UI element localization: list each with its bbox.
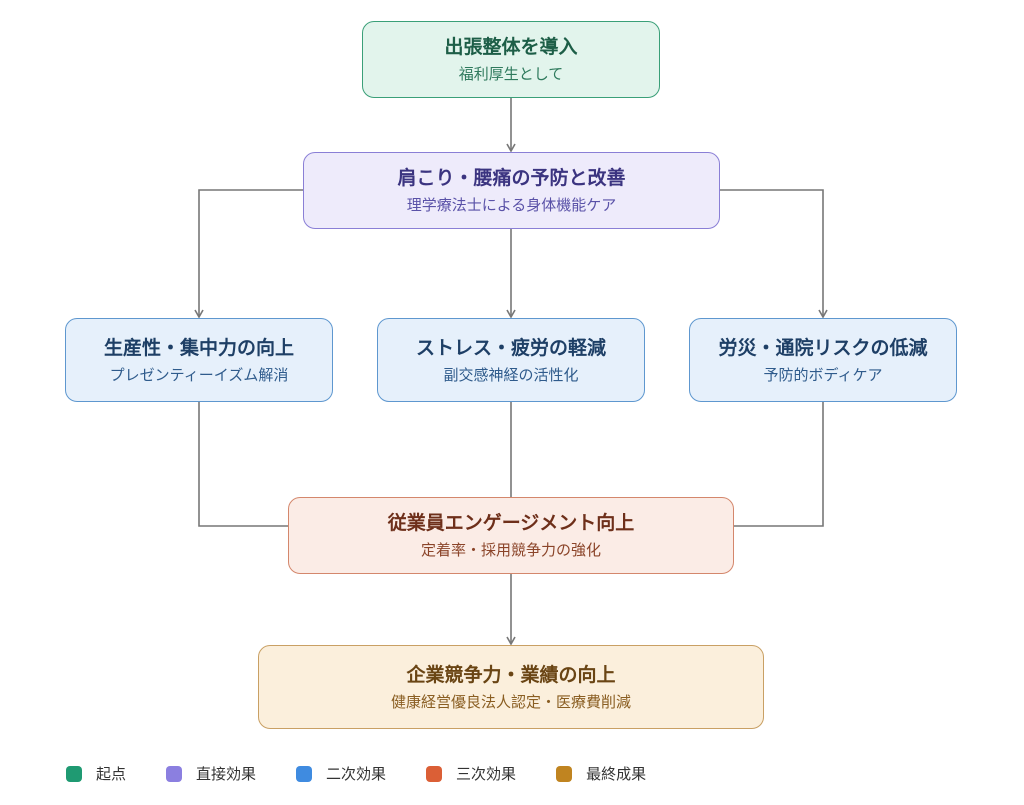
- legend-swatch: [66, 765, 82, 782]
- node-final-outcome-subtitle: 健康経営優良法人認定・医療費削減: [390, 692, 631, 711]
- arrow-direct-to-risk: [720, 189, 828, 319]
- node-start-subtitle: 福利厚生として: [458, 65, 564, 83]
- legend-label: 起点: [96, 765, 127, 783]
- node-stress-title: ストレス・疲労の軽減: [415, 336, 606, 359]
- legend-swatch: [296, 765, 313, 782]
- node-productivity-subtitle: プレゼンティーイズム解消: [109, 365, 289, 384]
- legend-item-tertiary: 三次効果: [426, 763, 516, 784]
- legend-label: 直接効果: [196, 765, 257, 783]
- node-risk-title: 労災・通院リスクの低減: [718, 336, 928, 359]
- node-engagement-title: 従業員エンゲージメント向上: [387, 512, 635, 534]
- line-productivity-to-engagement: [198, 402, 288, 527]
- node-direct-effect-subtitle: 理学療法士による身体機能ケア: [406, 196, 617, 214]
- legend-item-secondary: 二次効果: [296, 763, 386, 784]
- node-start-title: 出張整体を導入: [444, 36, 578, 58]
- legend-item-start: 起点: [66, 763, 126, 784]
- legend: 起点 直接効果 二次効果 三次効果 最終成果: [66, 763, 686, 784]
- legend-item-final: 最終成果: [556, 763, 646, 784]
- node-final-outcome-title: 企業競争力・業績の向上: [406, 663, 616, 686]
- node-direct-effect: 肩こり・腰痛の予防と改善 理学療法士による身体機能ケア: [303, 152, 720, 229]
- node-start: 出張整体を導入 福利厚生として: [362, 21, 660, 98]
- node-risk-subtitle: 予防的ボディケア: [763, 365, 883, 384]
- node-engagement: 従業員エンゲージメント向上 定着率・採用競争力の強化: [288, 497, 734, 574]
- legend-label: 二次効果: [326, 765, 387, 783]
- legend-swatch: [166, 765, 183, 782]
- legend-item-direct: 直接効果: [166, 763, 256, 784]
- node-productivity-title: 生産性・集中力の向上: [103, 336, 294, 359]
- node-engagement-subtitle: 定着率・採用競争力の強化: [420, 541, 601, 559]
- legend-swatch: [426, 765, 443, 782]
- legend-label: 最終成果: [586, 765, 647, 783]
- line-risk-to-engagement: [734, 402, 824, 527]
- node-final-outcome: 企業競争力・業績の向上 健康経営優良法人認定・医療費削減: [258, 645, 764, 729]
- node-stress: ストレス・疲労の軽減 副交感神経の活性化: [377, 318, 645, 402]
- legend-swatch: [556, 765, 573, 782]
- node-productivity: 生産性・集中力の向上 プレゼンティーイズム解消: [65, 318, 333, 402]
- node-risk: 労災・通院リスクの低減 予防的ボディケア: [689, 318, 957, 402]
- node-direct-effect-title: 肩こり・腰痛の予防と改善: [397, 167, 626, 189]
- arrow-direct-to-productivity: [194, 189, 303, 319]
- legend-label: 三次効果: [456, 765, 517, 783]
- node-stress-subtitle: 副交感神経の活性化: [443, 365, 579, 384]
